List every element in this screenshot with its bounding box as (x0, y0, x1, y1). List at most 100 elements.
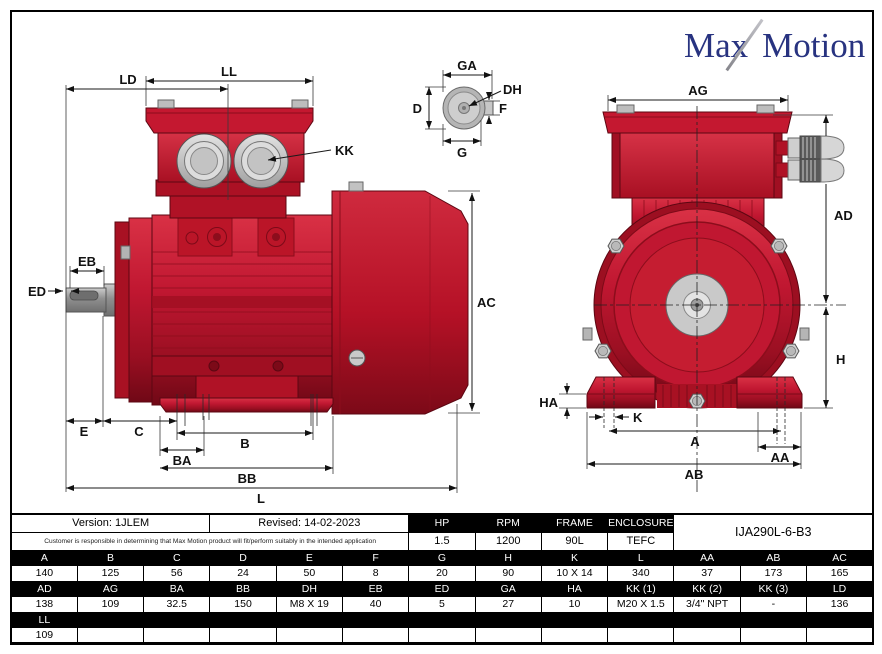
dim-label-ag: AG (688, 83, 708, 98)
dim-value-cell: 27 (474, 595, 542, 613)
dim-value-row-3: 109 (10, 626, 874, 644)
dim-header-cell: LD (806, 580, 874, 597)
dim-value-cell: 173 (739, 564, 808, 582)
dim-header-cell: F (341, 549, 410, 566)
dim-value-cell: 32.5 (143, 595, 211, 613)
dim-value-cell: 138 (10, 595, 78, 613)
dim-header-cell (739, 611, 808, 628)
dim-label-a: A (690, 434, 700, 449)
dim-header-cell (540, 611, 609, 628)
shaft-detail-dimensions: GA D G DH F (413, 58, 522, 160)
dim-header-cell: K (540, 549, 609, 566)
dim-label-ac: AC (477, 295, 496, 310)
dim-label-h: H (836, 352, 845, 367)
front-endbell (114, 217, 153, 403)
dim-value-cell (275, 626, 343, 644)
dim-value-cell: 24 (209, 564, 277, 582)
motor-feet-side (151, 355, 334, 440)
lid-screw (157, 99, 175, 109)
dim-value-cell (607, 626, 675, 644)
dim-header-row-3: LL (10, 611, 874, 628)
dim-header-cell: HA (540, 580, 609, 597)
terminal-box-front (602, 104, 793, 199)
dim-value-cell: 10 (540, 595, 609, 613)
dim-value-cell (143, 626, 211, 644)
revised-cell: Revised: 14-02-2023 (209, 513, 410, 533)
front-view-dimensions: AG AD H HA K A (539, 83, 853, 482)
side-view: LL LD KK EB ED AC (28, 64, 496, 506)
dim-label-ll: LL (221, 64, 237, 79)
side-view-dimensions: LL LD KK EB ED AC (28, 64, 496, 506)
dim-label-ba: BA (173, 453, 192, 468)
dim-header-cell: A (10, 549, 78, 566)
dim-label-l: L (257, 491, 265, 506)
dim-value-cell (673, 626, 741, 644)
disclaimer-cell: Customer is responsible in determining t… (10, 531, 410, 551)
dim-value-cell: 10 X 14 (540, 564, 609, 582)
flange-bolt (770, 238, 788, 254)
side-screw (799, 327, 810, 341)
dim-header-cell: AA (673, 549, 741, 566)
dim-header-cell: AB (739, 549, 808, 566)
dim-value-cell (76, 626, 145, 644)
cable-gland-plug (176, 133, 232, 189)
dim-value-cell: M20 X 1.5 (607, 595, 675, 613)
cover-screw (348, 181, 364, 192)
dim-header-cell: EB (341, 580, 410, 597)
dim-label-eb: EB (78, 254, 96, 269)
dim-label-k: K (633, 410, 643, 425)
dim-header-cell (341, 611, 410, 628)
dim-label-ld: LD (119, 72, 136, 87)
dim-label-d: D (413, 101, 422, 116)
dim-header-cell (143, 611, 211, 628)
dim-header-cell: KK (2) (673, 580, 741, 597)
model-number-cell: IJA290L-6-B3 (673, 513, 874, 551)
drain-screw (348, 349, 366, 367)
dim-header-cell: H (474, 549, 542, 566)
dim-label-g: G (457, 145, 467, 160)
dim-value-cell: 50 (275, 564, 343, 582)
dim-header-cell (673, 611, 741, 628)
dim-value-cell (408, 626, 476, 644)
dim-header-cell (209, 611, 277, 628)
spec-value-hp: 1.5 (408, 531, 476, 551)
dimension-spec-table: Version: 1JLEM Revised: 14-02-2023 HP RP… (10, 513, 874, 644)
dim-value-cell: 165 (806, 564, 874, 582)
dim-label-e: E (80, 424, 89, 439)
spec-value-rpm: 1200 (474, 531, 542, 551)
flange-bolt (782, 343, 800, 359)
dim-value-cell: 109 (10, 626, 78, 644)
dim-label-ed: ED (28, 284, 46, 299)
dim-header-cell: BA (143, 580, 211, 597)
info-row: Version: 1JLEM Revised: 14-02-2023 HP RP… (10, 513, 874, 551)
dim-header-cell (275, 611, 343, 628)
dim-value-cell: 40 (341, 595, 410, 613)
dim-header-cell (76, 611, 145, 628)
shaft-detail-view: GA D G DH F (413, 58, 522, 160)
dim-value-cell: 150 (209, 595, 277, 613)
dim-header-cell: GA (474, 580, 542, 597)
dim-value-cell: 37 (673, 564, 741, 582)
dim-header-cell: AC (806, 549, 874, 566)
spec-header-hp: HP (408, 513, 476, 533)
dim-label-bb: BB (238, 471, 257, 486)
dim-label-f: F (499, 101, 507, 116)
dim-header-cell (806, 611, 874, 628)
front-view: AG AD H HA K A (539, 83, 853, 492)
dim-header-cell: AD (10, 580, 78, 597)
dim-label-aa: AA (771, 450, 790, 465)
dim-header-cell (607, 611, 675, 628)
dim-value-cell (474, 626, 542, 644)
spec-header-enclosure: ENCLOSURE (607, 513, 675, 533)
motor-shaft (65, 283, 118, 317)
hold-down-pads (177, 217, 295, 257)
page-border-frame (10, 10, 874, 645)
dim-header-cell: B (76, 549, 145, 566)
side-screw (582, 327, 593, 341)
dim-value-cell: 20 (408, 564, 476, 582)
dim-value-cell: 8 (341, 564, 410, 582)
dim-value-cell (540, 626, 609, 644)
dim-header-cell (474, 611, 542, 628)
dim-header-cell (408, 611, 476, 628)
